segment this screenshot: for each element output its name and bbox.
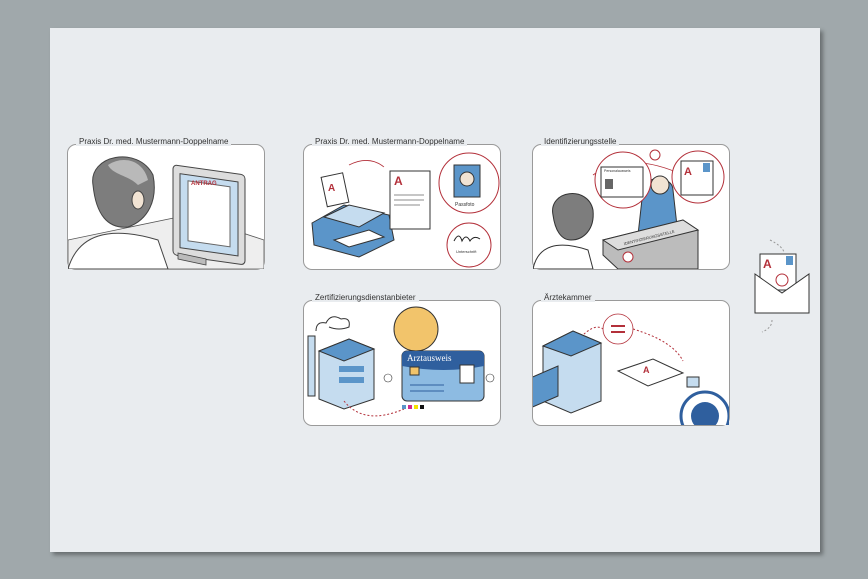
panel-praxis-print: Praxis Dr. med. Mustermann-Doppelname A … xyxy=(303,137,501,270)
panel-title: Zertifizierungsdienstanbieter xyxy=(312,293,419,302)
panel-title: Praxis Dr. med. Mustermann-Doppelname xyxy=(76,137,232,146)
panel-praxis-application: Praxis Dr. med. Mustermann-Doppelname An… xyxy=(67,137,265,270)
svg-text:A: A xyxy=(328,183,335,194)
doctor-at-computer-illustration xyxy=(68,156,264,269)
svg-text:A: A xyxy=(394,174,403,188)
identification-counter-illustration: A xyxy=(533,149,725,269)
panel-certification-provider: Zertifizierungsdienstanbieter Arztauswei… xyxy=(303,293,501,426)
panel-identification: Identifizierungsstelle A Personalausweis… xyxy=(532,137,730,270)
printer-document-illustration: A A xyxy=(311,152,500,268)
panel-title: Ärztekammer xyxy=(541,293,595,302)
archive-stamp-illustration: A xyxy=(533,313,729,425)
svg-text:A: A xyxy=(684,166,692,178)
personalausweis-label: Personalausweis xyxy=(604,169,631,173)
panel-aerztekammer: Ärztekammer A xyxy=(532,293,730,426)
slide xyxy=(50,28,820,552)
arztausweis-label: Arztausweis xyxy=(407,353,452,363)
svg-text:A: A xyxy=(643,365,650,375)
svg-text:A: A xyxy=(763,257,772,271)
antrag-label: Antrag xyxy=(191,181,217,187)
panel-title: Praxis Dr. med. Mustermann-Doppelname xyxy=(312,137,468,146)
unterschrift-label: Unterschrift xyxy=(456,249,477,254)
signed-envelope-icon: A xyxy=(754,239,810,333)
panel-title: Identifizierungsstelle xyxy=(541,137,620,146)
passfoto-label: Passfoto xyxy=(455,202,475,208)
factory-card-illustration xyxy=(307,306,495,417)
